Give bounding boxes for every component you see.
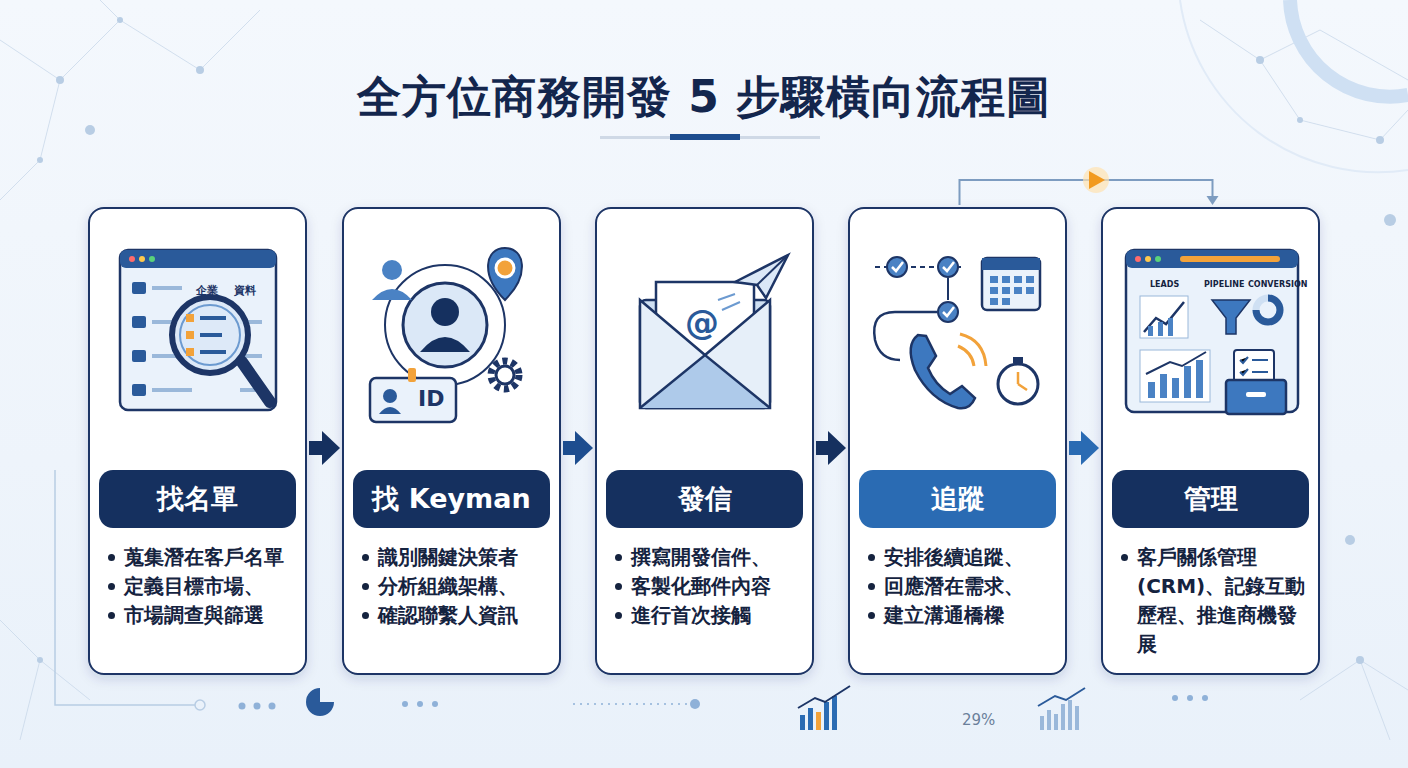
bullet-text: 撰寫開發信件、 <box>631 545 771 569</box>
bullet-text: 建立溝通橋樑 <box>884 603 1004 627</box>
bullet-text: 客製化郵件內容 <box>631 574 771 598</box>
bullet-item: 進行首次接觸 <box>613 601 802 630</box>
arrow-shaft <box>563 441 577 455</box>
glow <box>1083 167 1109 193</box>
process-card: 發信撰寫開發信件、客製化郵件內容進行首次接觸 <box>595 207 814 675</box>
flow-arrow <box>1069 431 1099 465</box>
bullet-dot <box>868 583 875 590</box>
bullet-item: 客製化郵件內容 <box>613 572 802 601</box>
bullet-item: 市場調查與篩選 <box>106 601 295 630</box>
step-heading: 找 Keyman <box>353 470 550 528</box>
bullet-item: 安排後續追蹤、 <box>866 543 1055 572</box>
icon-label: CONVERSION <box>1248 280 1307 289</box>
bullet-text: 進行首次接觸 <box>631 603 751 627</box>
bullet-dot <box>868 612 875 619</box>
arrow-head <box>1081 431 1099 465</box>
flow-arrow <box>960 167 1219 205</box>
flow-arrow <box>309 431 340 465</box>
arrow-head <box>1207 196 1219 205</box>
process-card: 找 Keyman 識別關鍵決策者分析組織架構、確認聯繫人資訊 <box>342 207 561 675</box>
keyman-icon <box>370 248 522 422</box>
bullet-item: 建立溝通橋樑 <box>866 601 1055 630</box>
bullet-dot <box>108 554 115 561</box>
bullet-dot <box>615 583 622 590</box>
bullet-dot <box>362 583 369 590</box>
step-heading: 管理 <box>1112 470 1309 528</box>
arrow-shaft <box>816 441 830 455</box>
icon-label: @ <box>685 302 719 342</box>
bullet-dot <box>108 612 115 619</box>
bullet-text: 分析組織架構、 <box>378 574 518 598</box>
process-card: 找名單蒐集潛在客戶名單定義目標市場、市場調查與篩選 <box>88 207 307 675</box>
bullet-item: 確認聯繫人資訊 <box>360 601 549 630</box>
step-heading: 發信 <box>606 470 803 528</box>
bullet-text: 識別關鍵決策者 <box>378 545 518 569</box>
step-heading: 找名單 <box>99 470 296 528</box>
process-card: 追蹤安排後續追蹤、回應潛在需求、建立溝通橋樑 <box>848 207 1067 675</box>
bullet-dot <box>108 583 115 590</box>
bullet-item: 回應潛在需求、 <box>866 572 1055 601</box>
step-bullets: 撰寫開發信件、客製化郵件內容進行首次接觸 <box>613 543 802 630</box>
step-bullets: 蒐集潛在客戶名單定義目標市場、市場調查與篩選 <box>106 543 295 630</box>
crm-dashboard-icon <box>1126 250 1298 414</box>
arrow-head <box>828 431 846 465</box>
arrow-head <box>322 431 340 465</box>
bullet-dot <box>1121 554 1128 561</box>
bullet-text: 市場調查與篩選 <box>124 603 264 627</box>
bullet-dot <box>615 612 622 619</box>
icon-label: 企業 <box>196 283 218 298</box>
bullet-dot <box>362 554 369 561</box>
play-marker <box>1089 171 1105 189</box>
bullet-item: 撰寫開發信件、 <box>613 543 802 572</box>
arrow-shaft <box>309 441 324 455</box>
step-bullets: 識別關鍵決策者分析組織架構、確認聯繫人資訊 <box>360 543 549 630</box>
diagram-title: 全方位商務開發 5 步驟橫向流程圖 <box>0 68 1408 127</box>
bullet-text: 確認聯繫人資訊 <box>378 603 518 627</box>
bullet-dot <box>362 612 369 619</box>
arrow-shaft <box>1069 441 1083 455</box>
bullet-item: 分析組織架構、 <box>360 572 549 601</box>
icon-label: 29% <box>962 711 995 729</box>
bullet-text: 定義目標市場、 <box>124 574 264 598</box>
bullet-text: 蒐集潛在客戶名單 <box>124 545 284 569</box>
icon-label: LEADS <box>1150 280 1179 289</box>
icon-label: 資料 <box>234 283 256 298</box>
list-search-icon <box>120 250 276 410</box>
step-bullets: 客戶關係管理 (CRM)、記錄互動歷程、推進商機發展 <box>1119 543 1308 659</box>
step-bullets: 安排後續追蹤、回應潛在需求、建立溝通橋樑 <box>866 543 1055 630</box>
arrow-head <box>575 431 593 465</box>
bullet-item: 客戶關係管理 (CRM)、記錄互動歷程、推進商機發展 <box>1119 543 1308 659</box>
follow-up-icon <box>874 257 1040 408</box>
bullet-item: 蒐集潛在客戶名單 <box>106 543 295 572</box>
email-icon <box>640 255 788 408</box>
bullet-item: 定義目標市場、 <box>106 572 295 601</box>
bullet-text: 回應潛在需求、 <box>884 574 1024 598</box>
icon-label: PIPELINE <box>1204 280 1244 289</box>
flow-arrow <box>816 431 846 465</box>
process-card: 管理客戶關係管理 (CRM)、記錄互動歷程、推進商機發展 <box>1101 207 1320 675</box>
icon-label: ID <box>418 386 444 411</box>
bullet-dot <box>868 554 875 561</box>
bullet-item: 識別關鍵決策者 <box>360 543 549 572</box>
flow-arrow <box>563 431 593 465</box>
bullet-dot <box>615 554 622 561</box>
step-heading: 追蹤 <box>859 470 1056 528</box>
bullet-text: 安排後續追蹤、 <box>884 545 1024 569</box>
bullet-text: 客戶關係管理 (CRM)、記錄互動歷程、推進商機發展 <box>1137 545 1305 656</box>
